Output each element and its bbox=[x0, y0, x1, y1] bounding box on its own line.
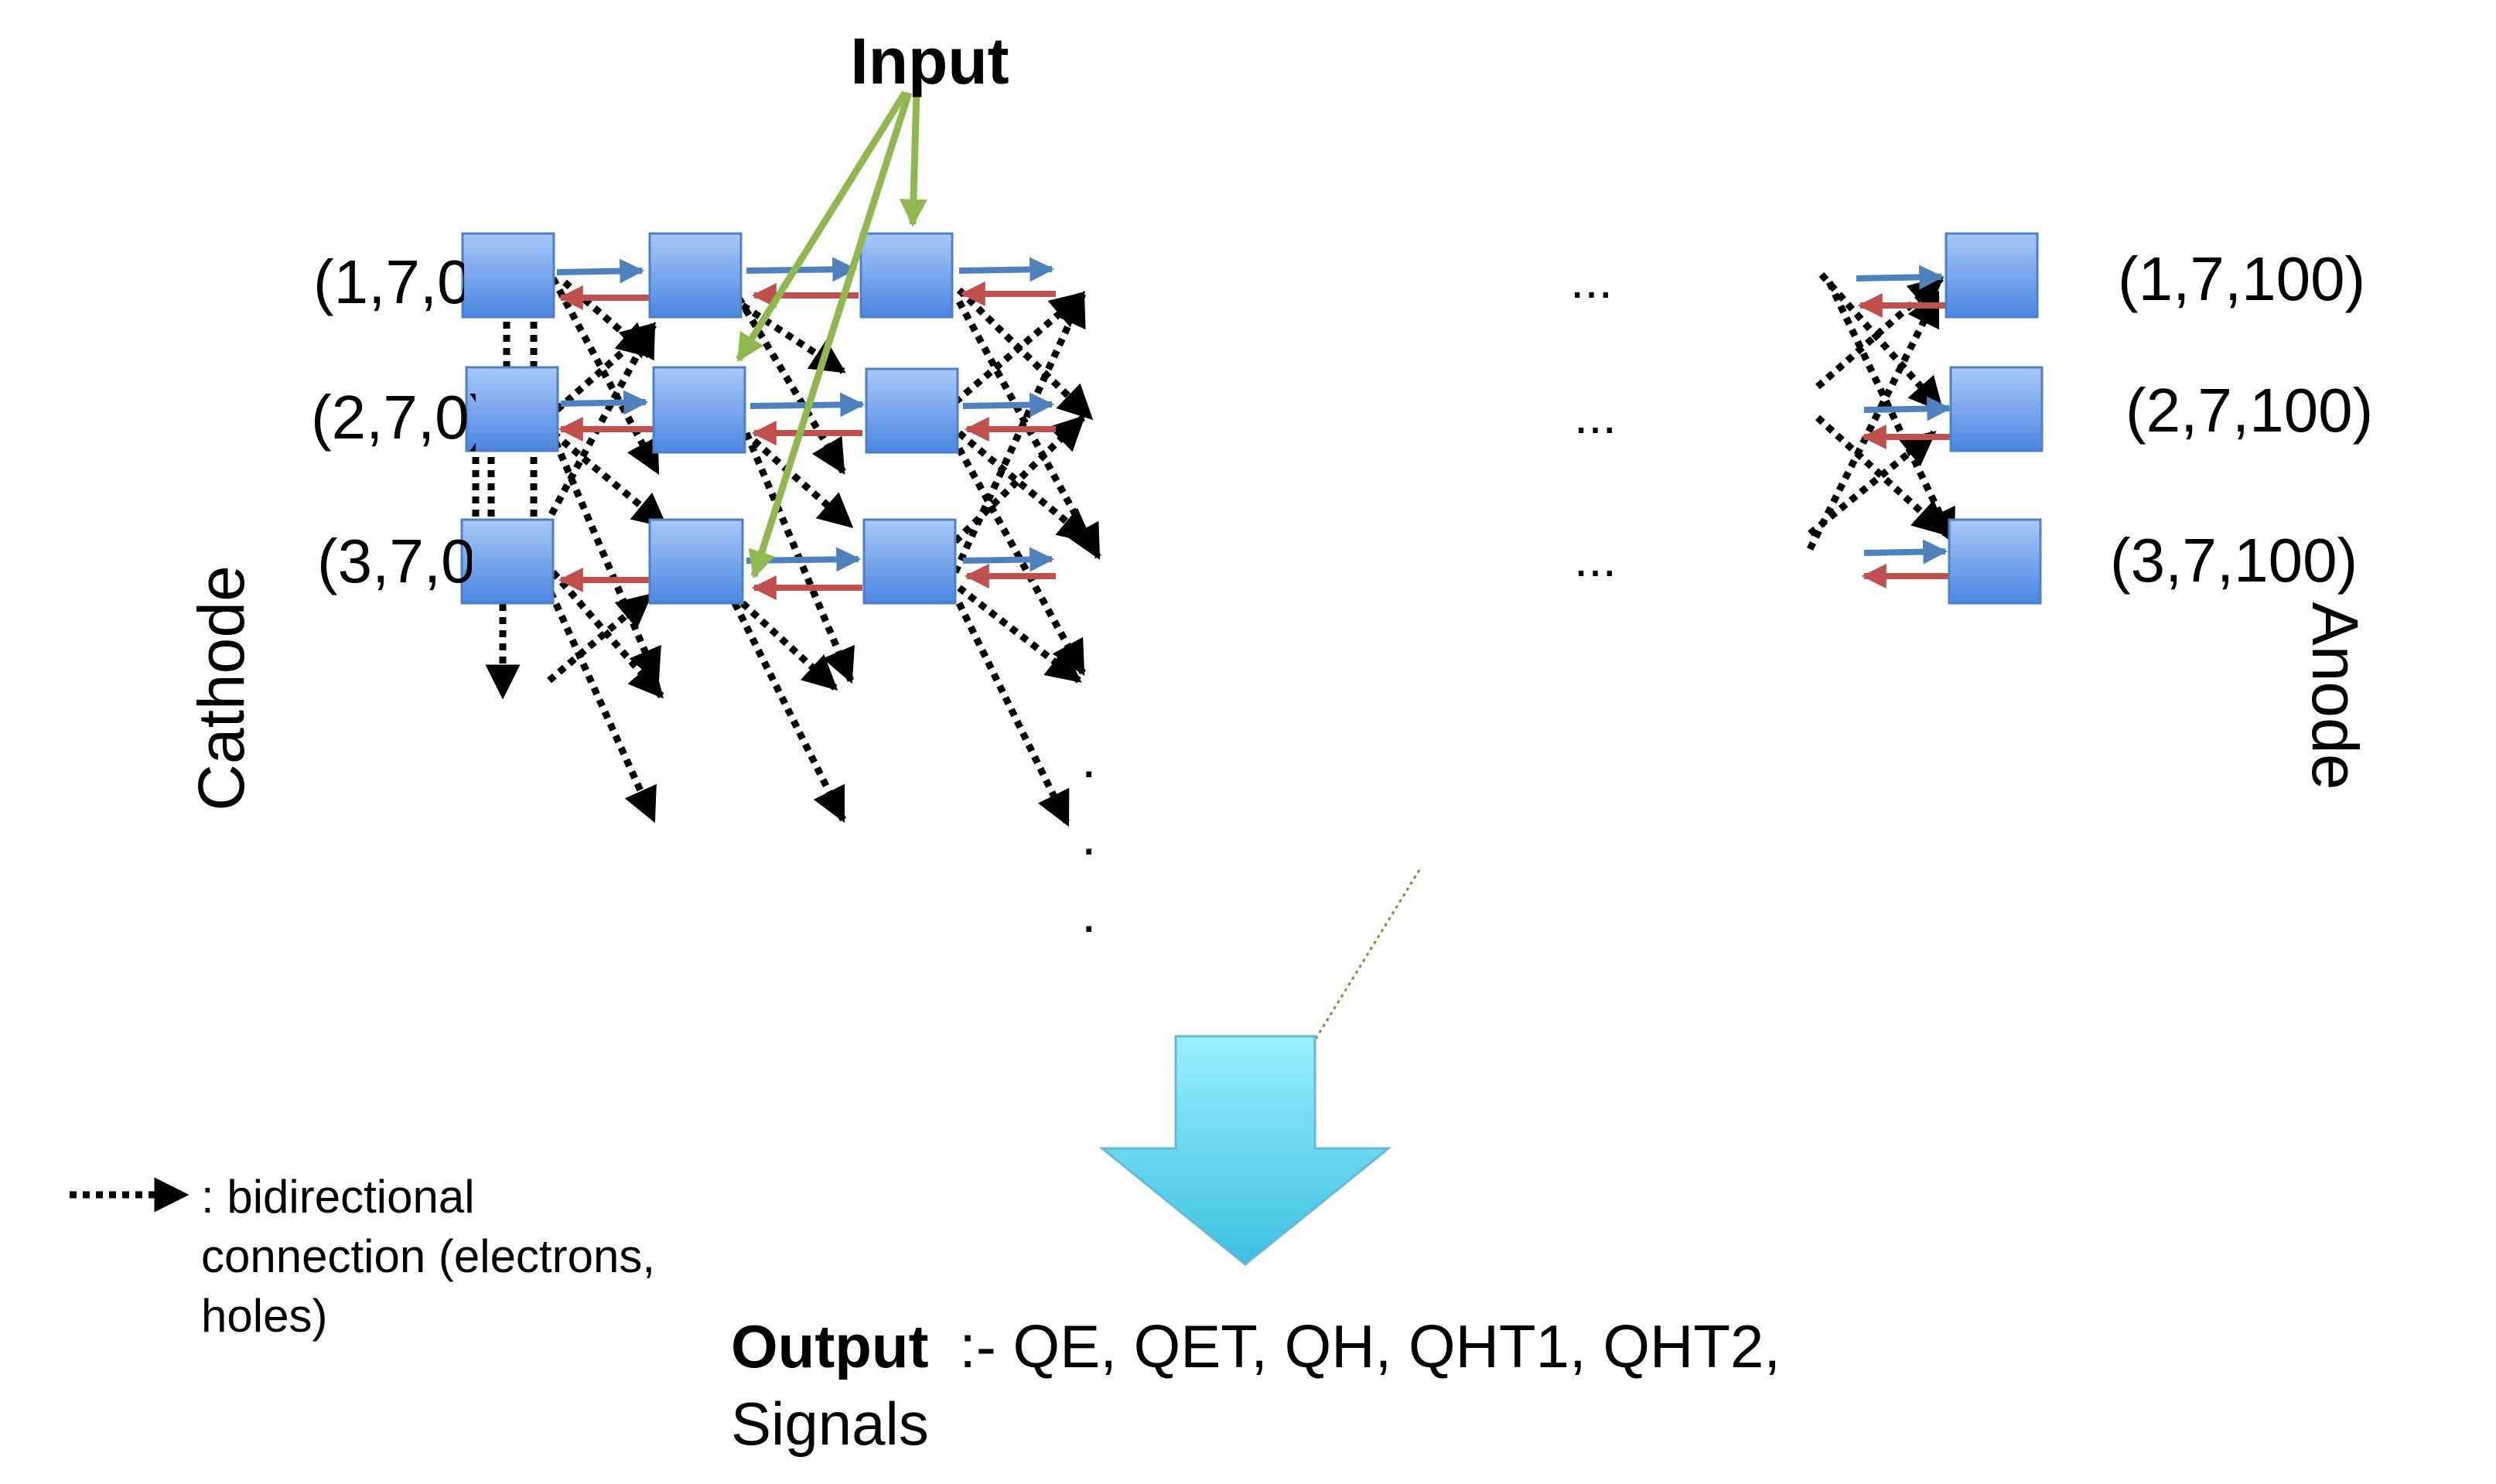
legend-line-3: holes) bbox=[201, 1290, 327, 1342]
dotted-arrow bbox=[551, 430, 668, 529]
ellipsis-row-3: ... bbox=[1574, 530, 1617, 587]
forward-arrow bbox=[958, 257, 1055, 282]
node-right-3 bbox=[1948, 518, 2042, 605]
dotted-arrow bbox=[550, 570, 664, 699]
output-arrow bbox=[1098, 1035, 1392, 1266]
node-3-2 bbox=[648, 518, 744, 605]
dotted-connections bbox=[70, 272, 1957, 1213]
dotted-arrow bbox=[955, 602, 1071, 827]
right-row-label-2: (2,7,100) bbox=[2126, 376, 2373, 445]
dotted-arrow bbox=[953, 291, 1086, 405]
output-line-2: Signals bbox=[731, 1390, 929, 1458]
input-arrow bbox=[899, 92, 927, 227]
input-arrows bbox=[736, 90, 927, 579]
node-right-2 bbox=[1949, 366, 2044, 452]
dotted-arrow bbox=[542, 322, 657, 528]
dotted-arrow bbox=[956, 446, 1086, 676]
dotted-arrow bbox=[951, 290, 1087, 574]
anode-label: Anode bbox=[2299, 602, 2371, 790]
dotted-arrow bbox=[1818, 272, 1945, 413]
forward-arrow bbox=[962, 392, 1055, 418]
dotted-arrow bbox=[952, 414, 1086, 544]
lattice-nodes bbox=[460, 232, 2044, 605]
legend-line-2: connection (electrons, bbox=[201, 1230, 655, 1282]
forward-arrow bbox=[1856, 264, 1945, 290]
dotted-arrow bbox=[731, 601, 847, 824]
cathode-label: Cathode bbox=[185, 565, 258, 811]
ellipsis-row-2: ... bbox=[1574, 387, 1617, 444]
output-label: Output bbox=[731, 1312, 929, 1380]
dotted-arrow bbox=[1806, 290, 1941, 551]
node-2-1 bbox=[465, 366, 559, 452]
node-2-2 bbox=[652, 366, 746, 454]
dotted-arrow bbox=[740, 302, 846, 374]
input-label: Input bbox=[850, 25, 1009, 97]
leader-line bbox=[1313, 869, 1421, 1041]
row-label-2: (2,7,0) bbox=[311, 383, 490, 452]
forward-arrow bbox=[560, 390, 649, 415]
dotted-arrow bbox=[956, 287, 1094, 421]
node-1-2 bbox=[648, 232, 743, 319]
ellipsis-row-1: ... bbox=[1570, 251, 1613, 309]
forward-arrow bbox=[556, 258, 645, 284]
vertical-dot-2: . bbox=[1081, 806, 1096, 866]
node-3-3 bbox=[862, 518, 957, 605]
dotted-arrow bbox=[1825, 281, 1957, 545]
node-1-3 bbox=[859, 232, 954, 319]
output-text: Output :- QE, QET, QH, QHT1, QHT2, bbox=[731, 1312, 1781, 1380]
forward-arrow bbox=[1863, 396, 1952, 421]
dotted-arrow bbox=[541, 416, 661, 684]
vertical-dot-1: . bbox=[1081, 728, 1096, 789]
dotted-arrow bbox=[547, 592, 653, 684]
node-3-1 bbox=[460, 518, 555, 605]
dotted-arrow bbox=[555, 322, 657, 413]
row-label-1: (1,7,0) bbox=[313, 247, 492, 316]
forward-arrow bbox=[962, 547, 1055, 572]
dotted-arrow bbox=[957, 430, 1094, 544]
node-1-1 bbox=[461, 232, 555, 319]
input-arrow bbox=[748, 91, 913, 579]
dotted-arrow bbox=[562, 279, 653, 359]
right-row-label-3: (3,7,100) bbox=[2110, 526, 2358, 595]
dotted-arrow bbox=[752, 438, 854, 529]
output-values: :- QE, QET, QH, QHT1, QHT2, bbox=[959, 1312, 1781, 1380]
backward-arrows bbox=[558, 281, 1957, 600]
forward-arrow bbox=[746, 547, 862, 572]
row-label-3: (3,7,0) bbox=[317, 527, 496, 595]
dotted-arrow bbox=[541, 578, 657, 824]
forward-arrow bbox=[746, 257, 858, 282]
legend-line-1: : bidirectional bbox=[201, 1171, 475, 1223]
dotted-arrow bbox=[1815, 414, 1948, 537]
vertical-dot-3: . bbox=[1081, 883, 1096, 943]
right-row-label-1: (1,7,100) bbox=[2118, 244, 2365, 313]
dotted-arrow bbox=[1808, 430, 1937, 537]
node-right-1 bbox=[1945, 232, 2039, 319]
node-2-3 bbox=[865, 367, 959, 454]
dotted-arrow bbox=[550, 276, 661, 475]
forward-arrow bbox=[1863, 539, 1948, 565]
input-arrow bbox=[736, 90, 908, 363]
dotted-arrow bbox=[743, 432, 855, 684]
